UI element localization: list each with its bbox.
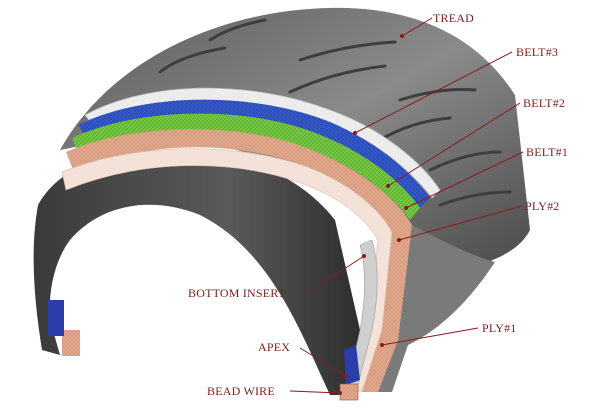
leader-ply2 — [398, 205, 523, 241]
leader-apex — [299, 347, 347, 377]
label-bead-wire: BEAD WIRE — [207, 384, 275, 398]
label-apex: APEX — [258, 340, 291, 354]
right-bead-wire — [339, 383, 359, 401]
label-bottom-insert: BOTTOM INSERT — [188, 286, 286, 300]
leader-tread — [401, 17, 433, 37]
inner-cavity — [33, 150, 361, 395]
right-sidewall — [378, 225, 495, 392]
label-ply2: PLY#2 — [525, 199, 560, 213]
belt2-layer — [78, 99, 430, 208]
belt1-layer — [72, 113, 420, 220]
label-tread: TREAD — [433, 11, 474, 25]
left-bead-wire — [62, 330, 80, 356]
ply2-layer — [66, 129, 412, 392]
label-belt3: BELT#3 — [516, 45, 559, 59]
leader-bead-wire — [289, 390, 341, 394]
leader-lines — [289, 17, 524, 394]
leader-bottom-insert — [311, 255, 365, 291]
tread-grooves — [158, 18, 512, 207]
leader-belt2 — [387, 102, 521, 187]
right-apex — [344, 345, 360, 385]
left-apex — [48, 300, 64, 336]
leader-ply1 — [381, 327, 479, 346]
leader-arrowheads — [338, 34, 408, 395]
leader-belt3 — [354, 51, 513, 134]
label-belt1: BELT#1 — [526, 145, 569, 159]
leader-belt1 — [405, 151, 524, 209]
label-belt2: BELT#2 — [523, 96, 566, 110]
label-ply1: PLY#1 — [482, 321, 517, 335]
